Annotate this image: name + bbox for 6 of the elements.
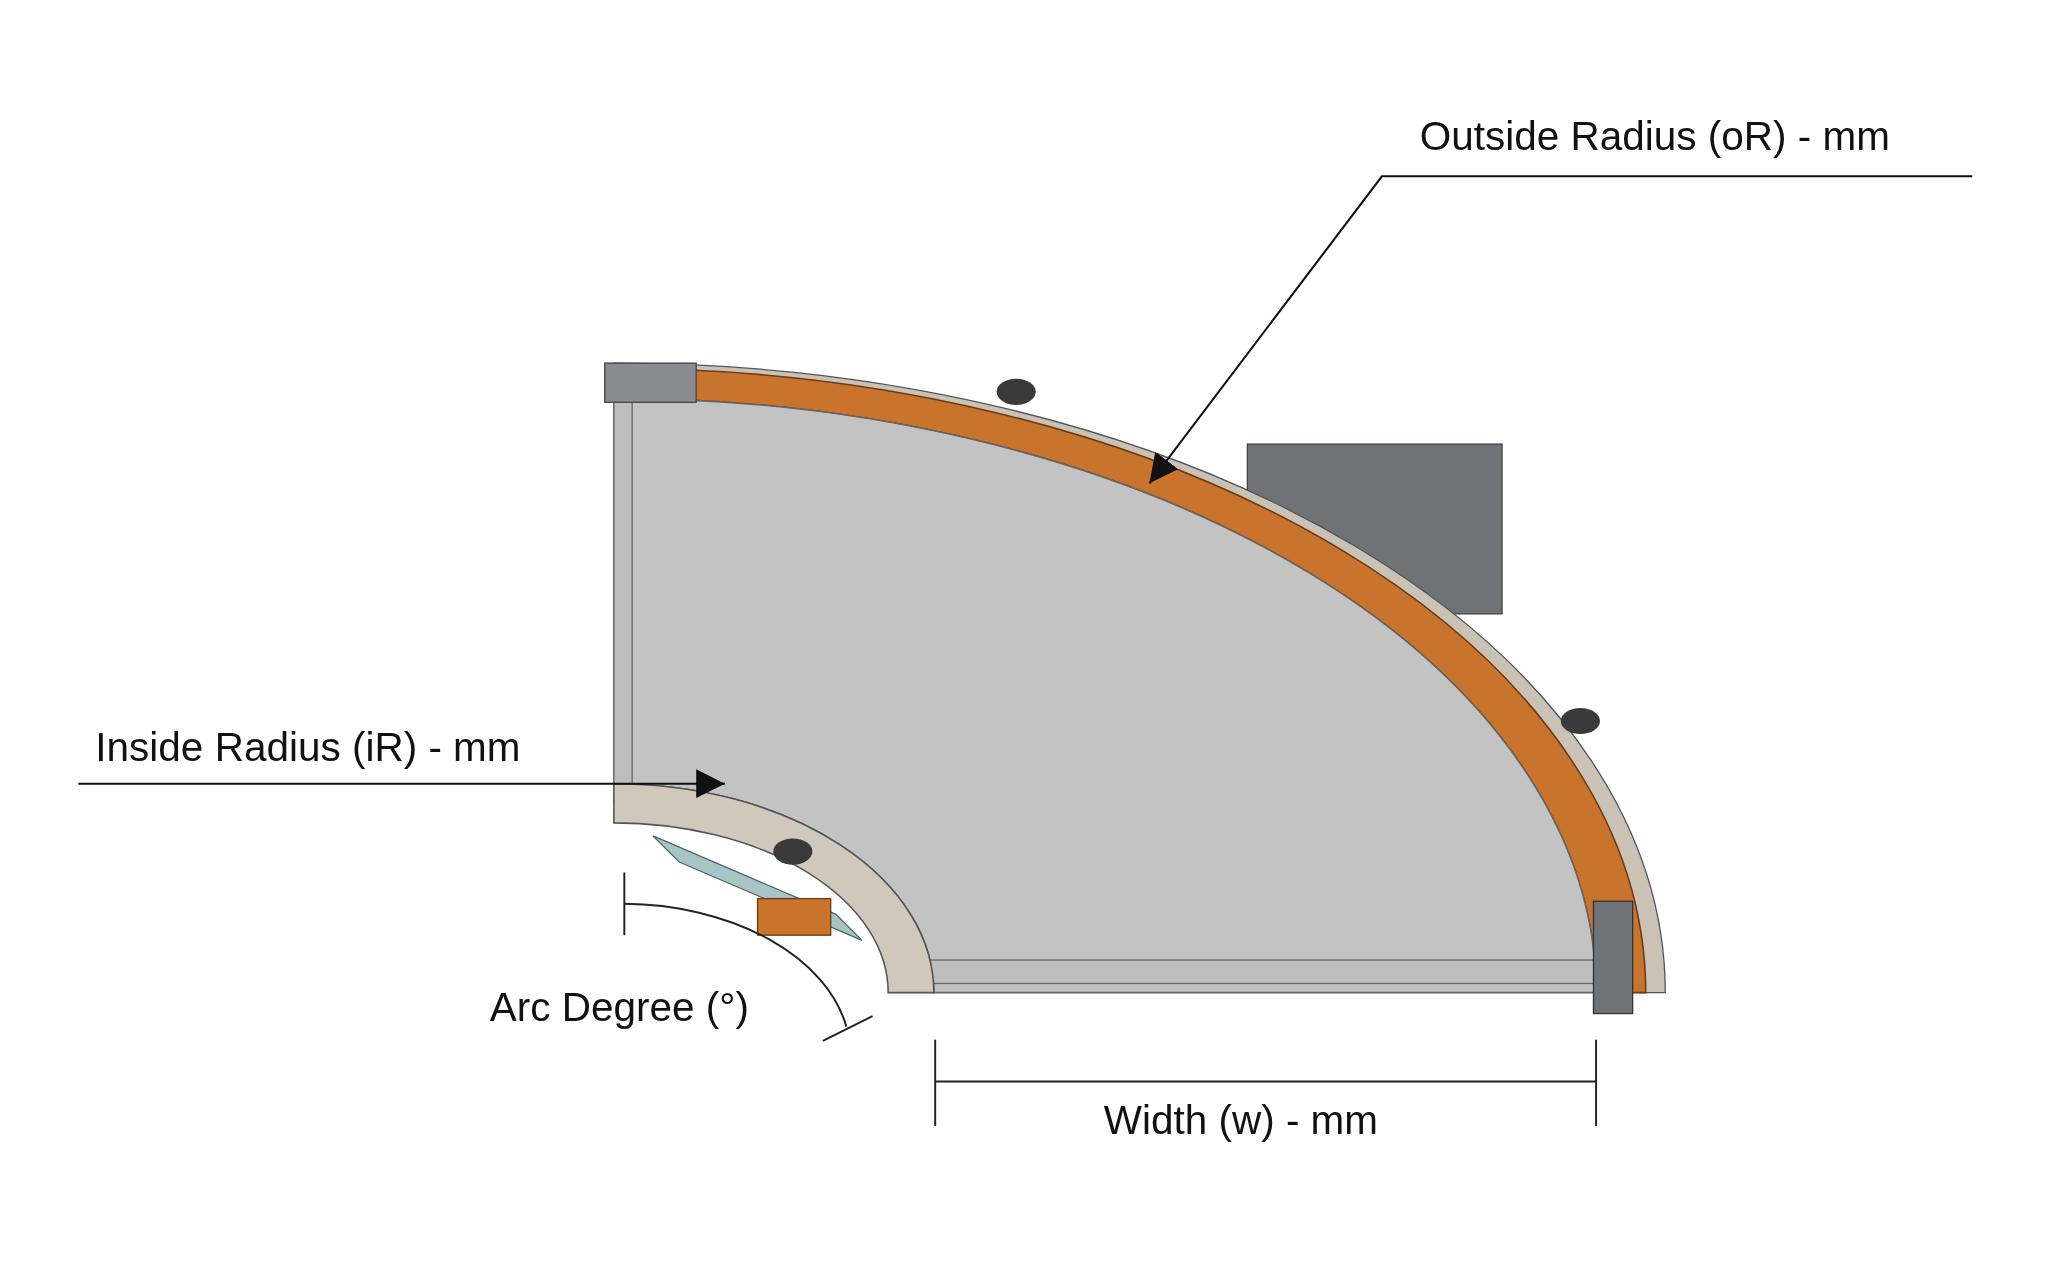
dimension-label: Width (w) - mm: [1103, 1097, 1379, 1145]
leader-label: Outside Radius (oR) - mm: [1419, 113, 1890, 161]
leader-line: [1148, 175, 1973, 484]
leader-label: Inside Radius (iR) - mm: [95, 724, 521, 772]
dimension-label: Arc Degree (°): [489, 984, 749, 1032]
leader-line: [78, 769, 725, 799]
